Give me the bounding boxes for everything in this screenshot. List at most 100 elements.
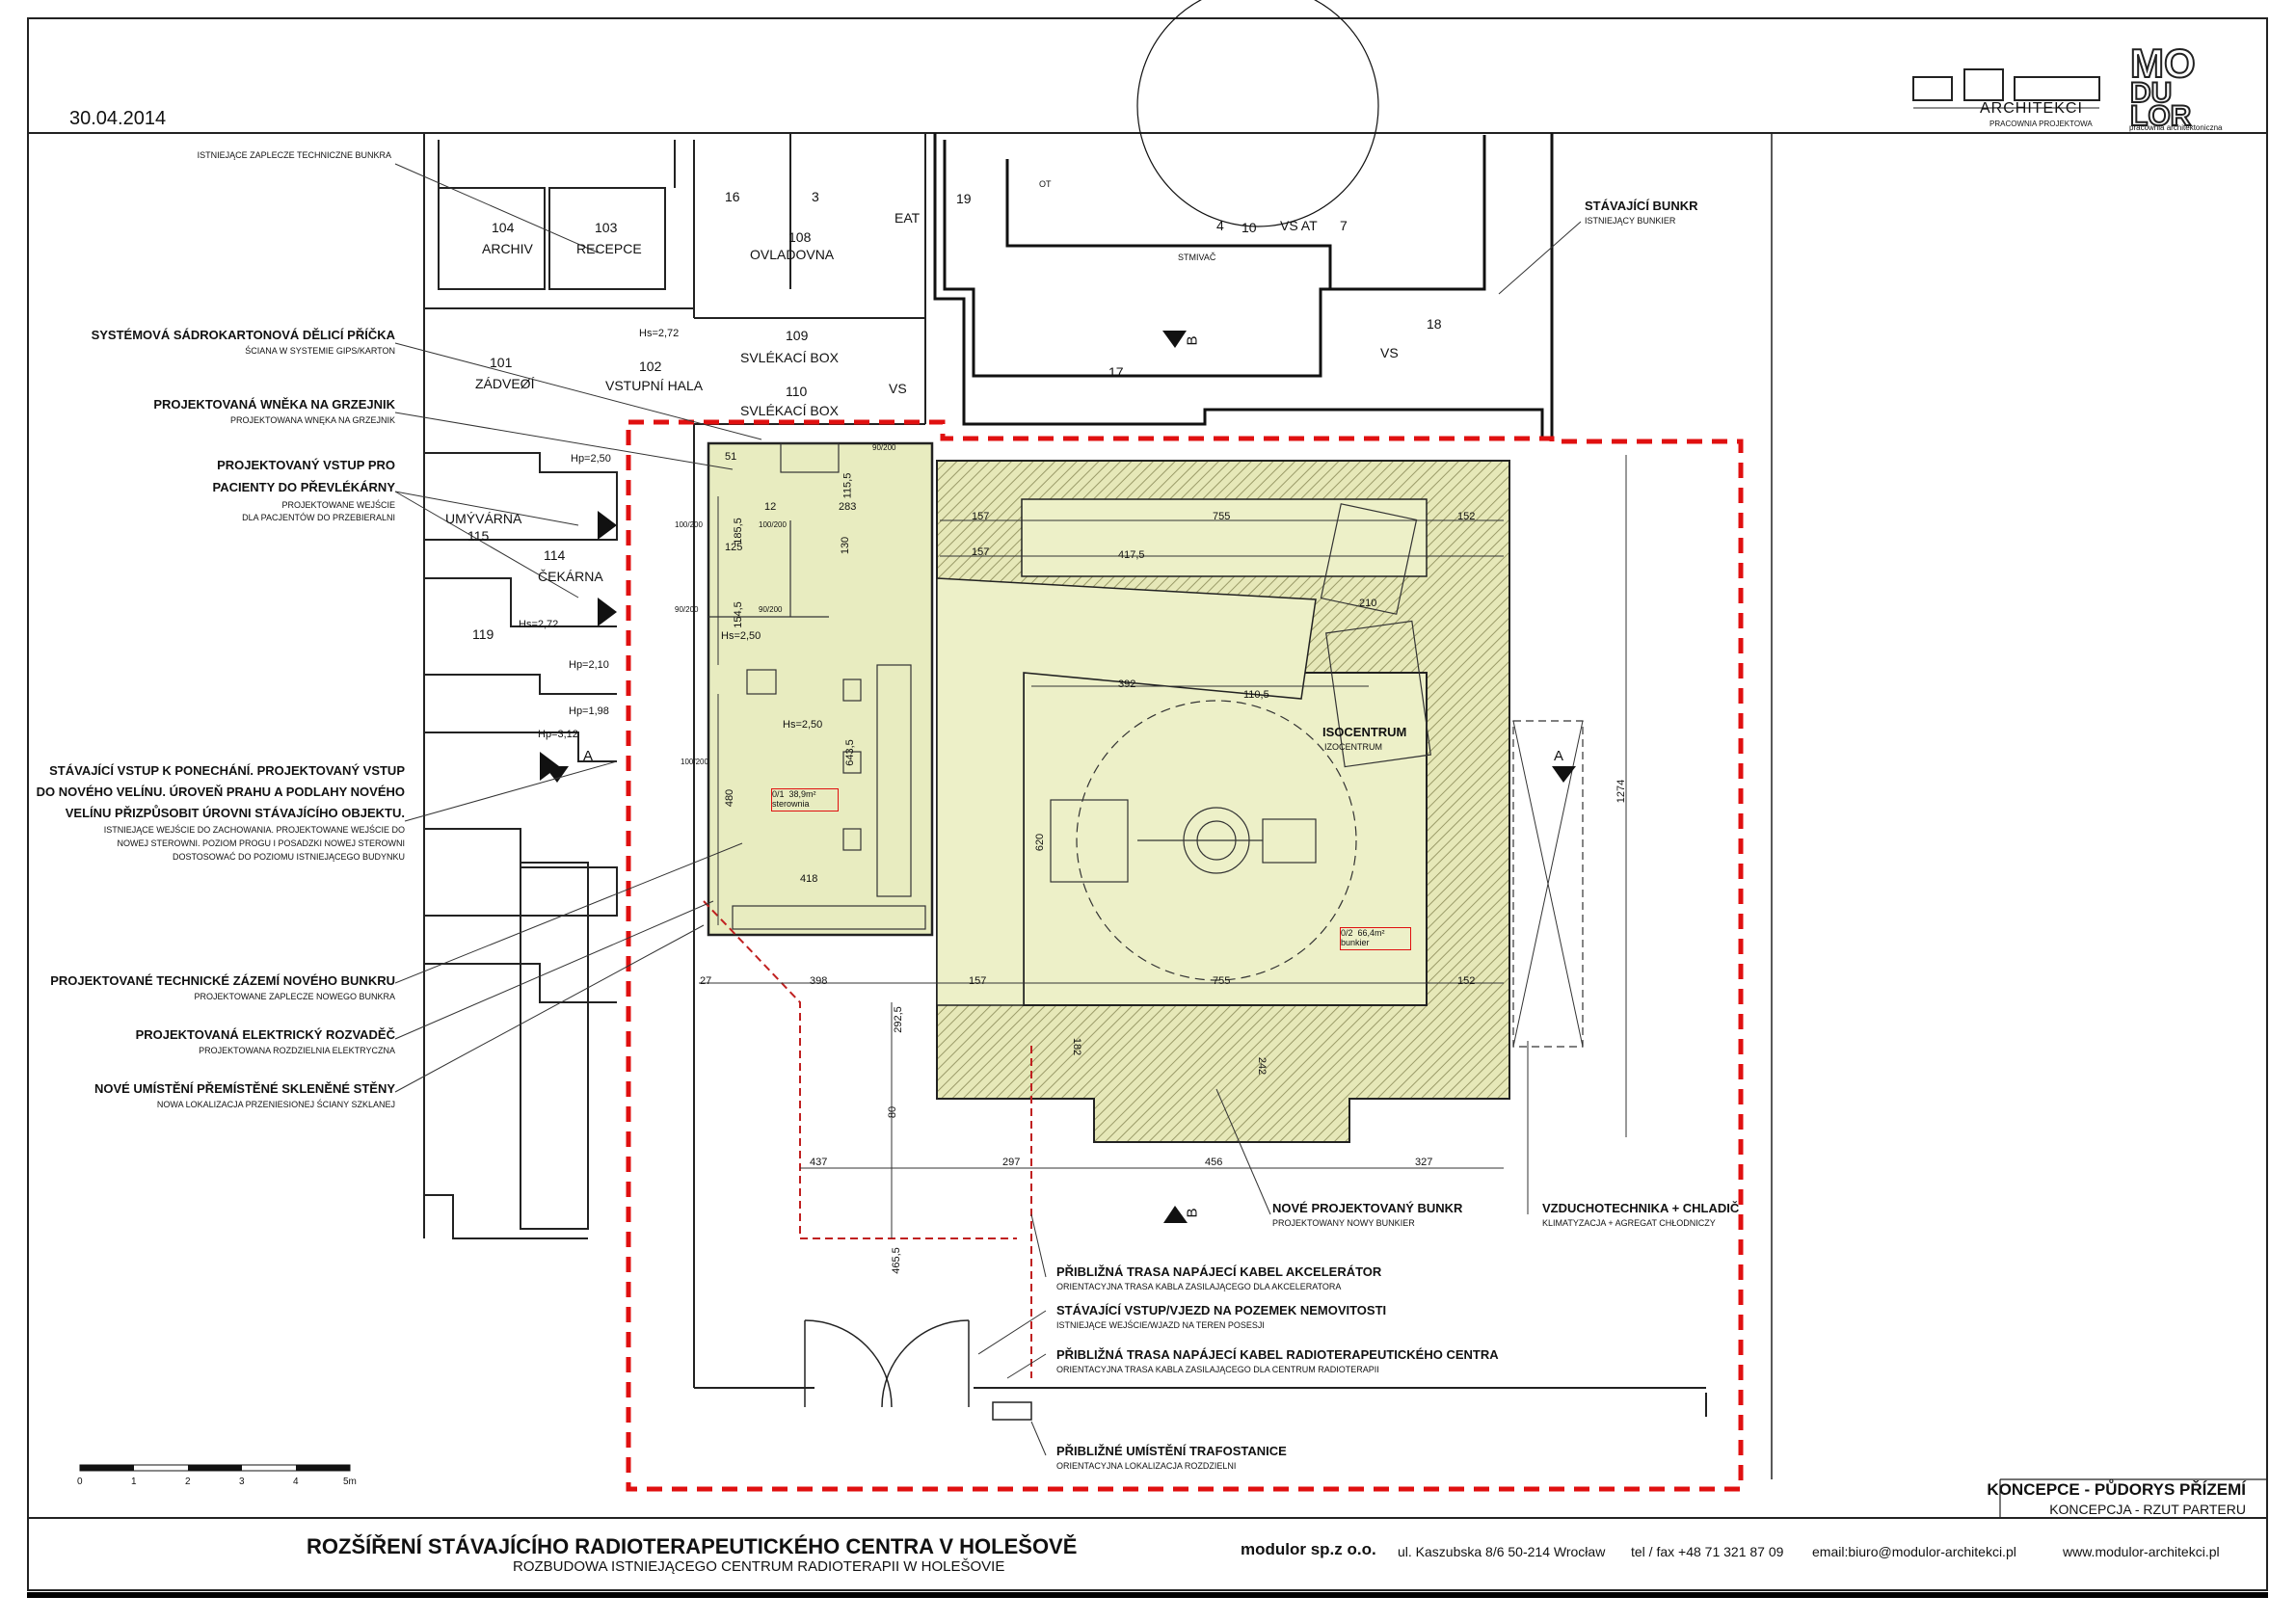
annotation-title: VELÍNU PŘIZPŮSOBIT ÚROVNI STÁVAJÍCÍHO OB… bbox=[65, 806, 405, 820]
dim-label: 185,5 bbox=[732, 518, 744, 545]
room-number: 7 bbox=[1340, 218, 1348, 233]
annotation-title: STÁVAJÍCÍ VSTUP/VJEZD NA POZEMEK NEMOVIT… bbox=[1056, 1303, 1387, 1317]
room-area: 38,9m² bbox=[788, 789, 816, 799]
annotation-sub: PROJEKTOWANE ZAPLECZE NOWEGO BUNKRA bbox=[194, 992, 395, 1001]
room-number: 101 bbox=[490, 355, 513, 370]
room-number: 4 bbox=[1216, 218, 1224, 233]
room-label: OT bbox=[1039, 179, 1052, 189]
section-b-top: B bbox=[1184, 335, 1201, 346]
dim-label: 51 bbox=[725, 451, 737, 463]
dim-label: 292,5 bbox=[892, 1006, 904, 1033]
annotation-sub: DLA PACJENTÓW DO PRZEBIERALNI bbox=[242, 513, 395, 522]
room-name: RECEPCE bbox=[576, 241, 642, 256]
control-furniture bbox=[708, 442, 926, 930]
svg-text:LOR: LOR bbox=[2130, 100, 2192, 132]
room-name: OVLADOVNA bbox=[750, 247, 835, 262]
room-area: 66,4m² bbox=[1357, 928, 1385, 938]
sheet-subtitle: KONCEPCJA - RZUT PARTERU bbox=[2049, 1502, 2246, 1517]
annotation-sub: PROJEKTOWANY NOWY BUNKIER bbox=[1272, 1218, 1415, 1228]
room-label: VS bbox=[889, 381, 907, 396]
room-number: 104 bbox=[492, 220, 515, 235]
isocentrum-sub: IZOCENTRUM bbox=[1324, 742, 1382, 752]
room-code: 0/2 bbox=[1341, 928, 1353, 938]
dim-label: 398 bbox=[810, 975, 828, 987]
scale-tick: 5m bbox=[343, 1477, 357, 1487]
sheet-title: KONCEPCE - PŮDORYS PŘÍZEMÍ bbox=[1987, 1480, 2246, 1499]
drawing-date: 30.04.2014 bbox=[69, 108, 167, 129]
annotation-sub: PROJEKTOWANA ROZDZIELNIA ELEKTRYCZNA bbox=[199, 1046, 395, 1055]
door-dim: 90/200 bbox=[872, 443, 896, 452]
bunker-interior bbox=[1023, 672, 1428, 1006]
room-name: SVLÉKACÍ BOX bbox=[740, 403, 839, 418]
dim-label: 643,5 bbox=[843, 739, 856, 766]
dim-label: 417,5 bbox=[1118, 549, 1145, 561]
dim-label: 152 bbox=[1457, 975, 1476, 987]
annotation-title: NOVÉ PROJEKTOVANÝ BUNKR bbox=[1272, 1201, 1463, 1215]
annotation-sub: ORIENTACYJNA LOKALIZACJA ROZDZIELNI bbox=[1056, 1461, 1237, 1471]
door-dim: 90/200 bbox=[675, 605, 699, 614]
dim-label: 27 bbox=[700, 975, 712, 987]
room-number: 103 bbox=[595, 220, 618, 235]
annotation-title: STÁVAJÍCÍ VSTUP K PONECHÁNÍ. PROJEKTOVAN… bbox=[49, 763, 405, 778]
room-number: 16 bbox=[725, 189, 740, 204]
room-tag-name: sterownia bbox=[772, 799, 810, 809]
room-name: ZÁDVEØÍ bbox=[475, 376, 535, 391]
transformer bbox=[992, 1401, 1032, 1421]
dim-label: 456 bbox=[1205, 1157, 1223, 1168]
annotation-sub: ŚCIANA W SYSTEMIE GIPS/KARTON bbox=[245, 346, 395, 356]
annotation-title: VZDUCHOTECHNIKA + CHLADIČ bbox=[1542, 1201, 1740, 1215]
company-email[interactable]: email:biuro@modulor-architekci.pl bbox=[1812, 1544, 2016, 1559]
entry-gate bbox=[804, 1319, 970, 1408]
annotation-title: NOVÉ UMÍSTĚNÍ PŘEMÍSTĚNÉ SKLENĚNÉ STĚNY bbox=[93, 1081, 395, 1096]
dim-label: 327 bbox=[1415, 1157, 1433, 1168]
scale-bar bbox=[79, 1464, 351, 1472]
room-name: VSTUPNÍ HALA bbox=[605, 378, 704, 393]
door-dim: 100/200 bbox=[675, 520, 703, 529]
site-boundary bbox=[626, 419, 1744, 1492]
annotation-sub: PROJEKTOWANA WNĘKA NA GRZEJNIK bbox=[229, 415, 395, 425]
scale-tick: 0 bbox=[77, 1477, 83, 1487]
annotation-title: DO NOVÉHO VELÍNU. ÚROVEŇ PRAHU A PODLAHY… bbox=[36, 785, 405, 799]
company-website[interactable]: www.modulor-architekci.pl bbox=[2063, 1544, 2220, 1559]
annotation-sub: ISTNIEJĄCE ZAPLECZE TECHNICZNE BUNKRA bbox=[197, 150, 391, 160]
dim-label: 110,5 bbox=[1243, 689, 1269, 701]
room-number: 102 bbox=[639, 359, 662, 374]
linac-equipment bbox=[1050, 503, 1431, 981]
existing-walls bbox=[423, 133, 1707, 1417]
annotation-sub: NOWA LOKALIZACJA PRZENIESIONEJ ŚCIANY SZ… bbox=[156, 1100, 395, 1109]
room-number: 19 bbox=[956, 191, 972, 206]
dim-label: 755 bbox=[1213, 975, 1231, 987]
dim-label: 620 bbox=[1034, 833, 1047, 852]
abb-logo bbox=[1912, 68, 2100, 109]
room-number: 108 bbox=[788, 229, 812, 245]
room-label: VS AT bbox=[1280, 218, 1318, 233]
annotation-title: PŘIBLIŽNÉ UMÍSTĚNÍ TRAFOSTANICE bbox=[1056, 1444, 1287, 1458]
dim-label: 242 bbox=[1256, 1056, 1268, 1076]
company-address: ul. Kaszubska 8/6 50-214 Wrocław bbox=[1398, 1544, 1606, 1559]
height-label: Hs=2,72 bbox=[519, 619, 559, 630]
room-number: 114 bbox=[544, 547, 566, 563]
room-code: 0/1 bbox=[772, 789, 785, 799]
dim-label: 283 bbox=[839, 501, 857, 513]
height-label: Hs=2,72 bbox=[639, 328, 680, 339]
dim-label: 465,5 bbox=[890, 1247, 902, 1274]
height-label: Hp=2,10 bbox=[569, 659, 609, 671]
dim-label: 157 bbox=[972, 546, 990, 558]
annotation-sub: ISTNIEJĄCE WEJŚCIE/WJAZD NA TEREN POSESJ… bbox=[1056, 1320, 1265, 1330]
drawing-frame bbox=[27, 17, 2268, 1591]
scale-tick: 1 bbox=[131, 1477, 137, 1487]
dim-label: 480 bbox=[724, 788, 736, 808]
dimension-lines bbox=[699, 455, 1627, 1238]
annotation-sub: NOWEJ STEROWNI. POZIOM PROGU I POSADZKI … bbox=[117, 838, 405, 848]
dim-label: 80 bbox=[887, 1105, 899, 1119]
dim-label: 152 bbox=[1457, 511, 1476, 522]
modulor-logo: MO DU LOR bbox=[2129, 40, 2197, 133]
door-dim: 90/200 bbox=[759, 605, 783, 614]
dim-label: 115,5 bbox=[841, 472, 854, 499]
dim-label: 130 bbox=[840, 536, 852, 555]
scale-tick: 2 bbox=[185, 1477, 191, 1487]
door-dim: 100/200 bbox=[681, 758, 708, 766]
isocentrum-label: ISOCENTRUM bbox=[1322, 725, 1407, 739]
